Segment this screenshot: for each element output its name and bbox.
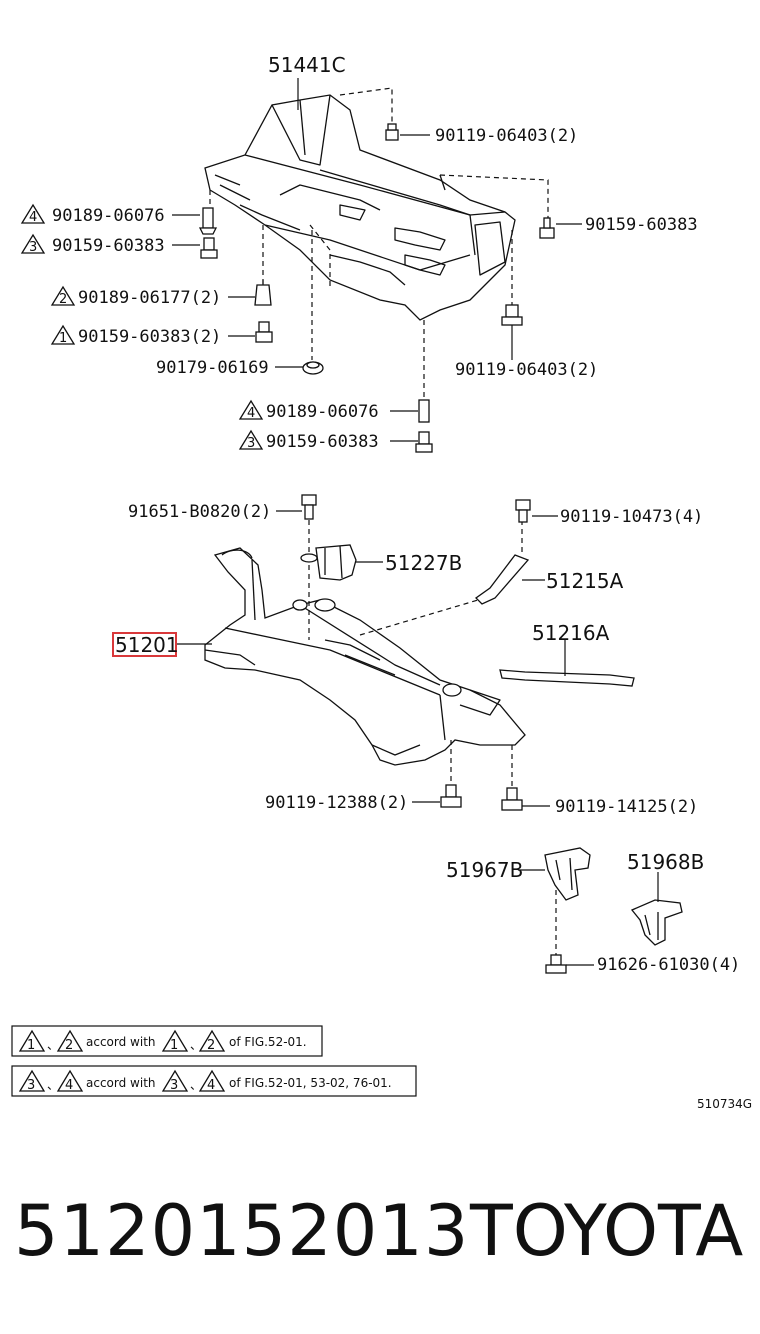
- nut-icon: [302, 361, 324, 375]
- bolt-icon: [501, 304, 523, 326]
- svg-text:、: 、: [190, 1078, 202, 1092]
- label-90119-06403-a: 90119-06403(2): [435, 126, 578, 146]
- engine-under-cover: [204, 94, 516, 321]
- note-1-text: accord with: [86, 1035, 156, 1049]
- marker-4: 4: [247, 406, 255, 421]
- bracket-51968b: [630, 872, 683, 946]
- label-90189-06076-b: 90189-06076: [266, 402, 379, 422]
- bracket-51967b: [518, 847, 594, 974]
- label-90189-06177: 90189-06177(2): [78, 288, 221, 308]
- label-90159-60383-2: 90159-60383(2): [78, 327, 221, 347]
- bolt-icon: [440, 784, 462, 808]
- svg-text:3: 3: [170, 1078, 178, 1093]
- label-90119-10473: 90119-10473(4): [560, 507, 703, 527]
- svg-text:4: 4: [207, 1078, 215, 1093]
- bolt-icon: [515, 499, 531, 523]
- part-number: 5120152013: [14, 1190, 470, 1272]
- crossmember: [204, 547, 526, 766]
- highlight-box: [112, 632, 177, 657]
- note-2-fig: of FIG.52-01, 53-02, 76-01.: [229, 1076, 392, 1090]
- label-90179-06169: 90179-06169: [156, 358, 269, 378]
- bolt-icon: [200, 237, 218, 259]
- note-2: 3 、 4 accord with 3 、 4 of FIG.52-01, 53…: [11, 1065, 417, 1097]
- note-2-text: accord with: [86, 1076, 156, 1090]
- bolt-icon: [255, 321, 273, 343]
- svg-text:1: 1: [170, 1038, 178, 1053]
- label-51968b: 51968B: [627, 850, 704, 874]
- label-90189-06076-a: 90189-06076: [52, 206, 165, 226]
- label-91651-b0820: 91651-B0820(2): [128, 502, 271, 522]
- top-leaders: [172, 78, 582, 442]
- top-fasteners: [198, 123, 555, 453]
- bolt-icon: [501, 787, 523, 811]
- svg-text:3: 3: [27, 1078, 35, 1093]
- label-90119-06403-b: 90119-06403(2): [455, 360, 598, 380]
- clip-icon: [254, 280, 272, 306]
- marker-2: 2: [59, 292, 67, 307]
- svg-text:1: 1: [27, 1038, 35, 1053]
- label-90119-12388: 90119-12388(2): [265, 793, 408, 813]
- label-90119-14125: 90119-14125(2): [555, 797, 698, 817]
- label-51227b: 51227B: [385, 551, 462, 575]
- svg-text:、: 、: [47, 1078, 59, 1092]
- marker-3: 3: [29, 240, 37, 255]
- top-labels: 51441C 90119-06403(2) 90159-60383 4 9018…: [20, 53, 698, 452]
- note-1-fig: of FIG.52-01.: [229, 1035, 307, 1049]
- washer-icon: [300, 553, 318, 563]
- label-51215a: 51215A: [546, 569, 624, 593]
- label-51967b: 51967B: [446, 858, 523, 882]
- svg-text:2: 2: [65, 1038, 73, 1053]
- marker-4: 4: [29, 210, 37, 225]
- svg-text:、: 、: [190, 1038, 202, 1052]
- label-90159-60383-a: 90159-60383: [52, 236, 165, 256]
- bolt-icon: [539, 217, 555, 239]
- brace-51216a: [499, 640, 635, 687]
- label-91626-61030: 91626-61030(4): [597, 955, 740, 975]
- label-90159-60383-right: 90159-60383: [585, 215, 698, 235]
- svg-text:4: 4: [65, 1078, 73, 1093]
- clip-icon: [418, 399, 430, 423]
- label-51216a: 51216A: [532, 621, 610, 645]
- bottom-labels: 51967B 51968B 91626-61030(4): [446, 850, 740, 975]
- note-1: 1 、 2 accord with 1 、 2 of FIG.52-01.: [11, 1025, 323, 1057]
- label-90159-60383-b: 90159-60383: [266, 432, 379, 452]
- figure-code: 510734G: [697, 1097, 752, 1111]
- marker-3: 3: [247, 436, 255, 451]
- bolt-icon: [415, 431, 433, 453]
- bolt-icon: [545, 954, 567, 974]
- bolt-icon: [385, 123, 399, 141]
- svg-text:2: 2: [207, 1038, 215, 1053]
- brace-51215a: [359, 520, 545, 636]
- label-51441c: 51441C: [268, 53, 346, 77]
- label-51201-highlight[interactable]: 51201: [115, 633, 179, 657]
- bracket-51227b: [315, 544, 383, 581]
- svg-text:、: 、: [47, 1038, 59, 1052]
- marker-1: 1: [59, 331, 67, 346]
- middle-labels: 91651-B0820(2) 90119-10473(4) 51227B 512…: [112, 502, 703, 817]
- clip-icon: [198, 207, 218, 235]
- middle-fasteners: [176, 494, 558, 811]
- bolt-icon: [301, 494, 317, 520]
- brand-name: TOYOTA: [470, 1190, 744, 1272]
